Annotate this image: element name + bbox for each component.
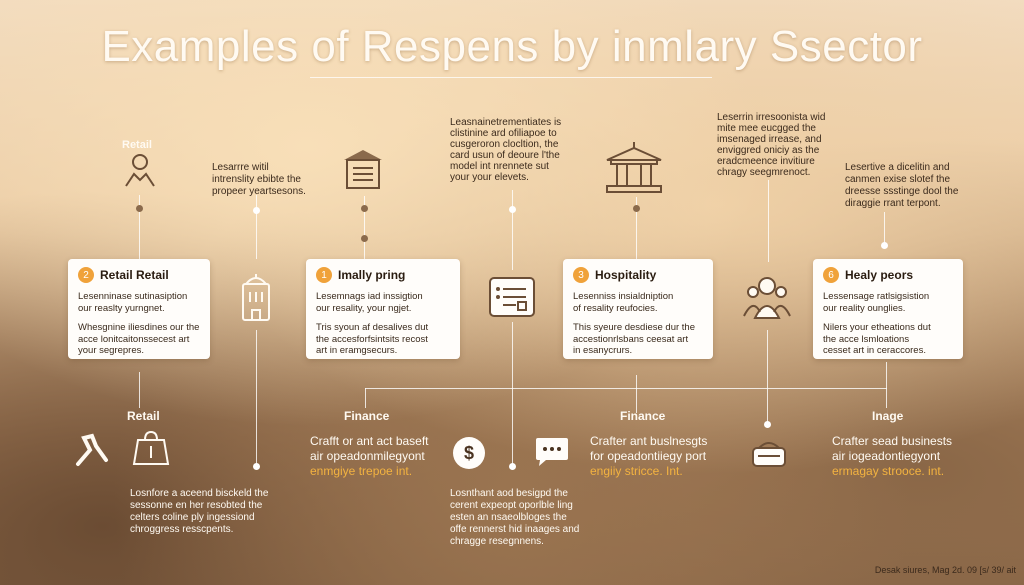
- connector-dot: [361, 205, 368, 212]
- connector-dot: [764, 421, 771, 428]
- card-hospitality: 3 Hospitality Lesenniss insialdniption o…: [563, 259, 713, 359]
- card-number-badge: 2: [78, 267, 94, 283]
- retail-top-label: Retail: [122, 139, 152, 151]
- card-text: This syeure desdiese dur the accestionrl…: [573, 322, 695, 356]
- card-title: Hospitality: [595, 268, 657, 282]
- connector-dot: [253, 463, 260, 470]
- bottom-note-left: Losnfore a aceend bisckeld the sessonne …: [130, 488, 269, 535]
- top-note-3: Leserrin irresoonista wid mite mee eucgg…: [717, 112, 826, 178]
- card-title: Retail Retail: [100, 268, 169, 282]
- sector-label: Retail: [127, 409, 160, 423]
- person-icon: [125, 154, 155, 187]
- connector-dot: [361, 235, 368, 242]
- document-list-icon: [489, 277, 535, 317]
- bottom-note-mid: Losnthant aod besigpd the cerent expeopt…: [450, 488, 580, 547]
- store-icon: [344, 150, 382, 189]
- group-people-icon: [743, 277, 791, 319]
- card-title: Imally pring: [338, 268, 406, 282]
- description-accent: enmgiye trepoe int.: [310, 464, 413, 478]
- top-note-4: Lesertive a dicelitin and canmen exise s…: [845, 162, 959, 209]
- building-icon: [242, 274, 270, 321]
- description-text: Crafter sead businests air iogeadontiegy…: [832, 434, 953, 463]
- card-imally-pring: 1 Imally pring Lesemnags iad inssigtion …: [306, 259, 460, 359]
- top-note-1: Lesarrre witil intrenslity ebibte the pr…: [212, 162, 306, 197]
- description-text: Crafter ant buslnesgts for opeadontiiegy…: [590, 434, 708, 463]
- bank-building-icon: [606, 142, 662, 193]
- card-text: Lesenninase sutinasiption our reaslty yu…: [78, 291, 188, 314]
- card-text: Lessensage ratlsigsistion our reality ou…: [823, 291, 930, 314]
- sector-label: Inage: [872, 409, 904, 423]
- sector-description: Crafft or ant act baseft air opeadonmile…: [310, 434, 429, 479]
- title-divider: [310, 77, 712, 78]
- chat-bubble-icon: [536, 438, 568, 466]
- card-text: Whesgnine iliesdines our the acce lonitc…: [78, 322, 200, 356]
- description-text: Crafft or ant act baseft air opeadonmile…: [310, 434, 429, 463]
- description-accent: ermagay strooce. int.: [832, 464, 945, 478]
- connector-dot: [253, 207, 260, 214]
- page-title: Examples of Respens by inmlary Ssector: [101, 22, 923, 71]
- connector-dot: [136, 205, 143, 212]
- sector-label: Finance: [344, 409, 390, 423]
- sector-description: Crafter ant buslnesgts for opeadontiiegy…: [590, 434, 707, 479]
- card-number-badge: 3: [573, 267, 589, 283]
- card-retail: 2 Retail Retail Lesenninase sutinasiptio…: [68, 259, 210, 359]
- connector-dot: [509, 206, 516, 213]
- card-text: Nilers your etheations dut the acce lsml…: [823, 322, 931, 356]
- connector-dot: [509, 463, 516, 470]
- card-title: Healy peors: [845, 268, 914, 282]
- svg-text:$: $: [464, 443, 474, 463]
- card-number-badge: 1: [316, 267, 332, 283]
- shopping-bag-icon: [132, 430, 170, 465]
- connector-dot: [633, 205, 640, 212]
- top-note-2: Leasnainetrementiates is clistinine ard …: [450, 117, 562, 183]
- sector-description: Crafter sead businests air iogeadontiegy…: [832, 434, 952, 479]
- footer-credit: Desak siures, Mag 2d. 09 [s/ 39/ ait: [874, 565, 1016, 575]
- card-healy-peors: 6 Healy peors Lessensage ratlsigsistion …: [813, 259, 963, 359]
- handshake-icon: [76, 433, 108, 466]
- connector-dot: [881, 242, 888, 249]
- description-accent: engiiy stricce. Int.: [590, 464, 683, 478]
- card-text: Lesemnags iad inssigtion our resality, y…: [316, 291, 423, 314]
- card-number-badge: 6: [823, 267, 839, 283]
- hotel-bed-icon: [752, 442, 786, 467]
- card-text: Lesenniss insialdniption of resality reu…: [573, 291, 674, 314]
- sector-label: Finance: [620, 409, 666, 423]
- dollar-icon: $: [453, 437, 485, 469]
- card-text: Tris syoun af desalives dut the accesfor…: [316, 322, 429, 356]
